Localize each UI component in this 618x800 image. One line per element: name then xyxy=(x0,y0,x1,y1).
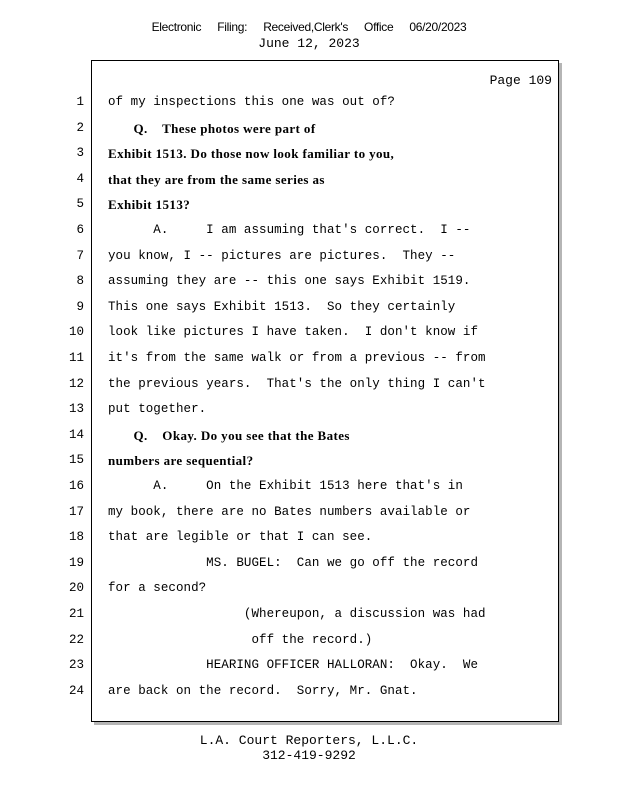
line-number: 8 xyxy=(76,274,84,289)
transcript-line: 16 A. On the Exhibit 1513 here that's in xyxy=(0,475,618,500)
transcript-line: 5 Exhibit 1513? xyxy=(0,193,618,218)
transcript-line: 19 MS. BUGEL: Can we go off the record xyxy=(0,552,618,577)
line-text: look like pictures I have taken. I don't… xyxy=(108,325,479,340)
line-text: of my inspections this one was out of? xyxy=(108,95,395,109)
line-number: 19 xyxy=(68,555,84,570)
line-text: are back on the record. Sorry, Mr. Gnat. xyxy=(108,683,418,698)
transcript-line: 2 Q. These photos were part of xyxy=(0,117,618,142)
transcript-line: 17 my book, there are no Bates numbers av… xyxy=(0,501,618,526)
filing-stamp: Electronic Filing: Received,Clerk's Office 0… xyxy=(0,20,618,34)
line-number: 1 xyxy=(76,95,84,109)
footer-phone: 312-419-9292 xyxy=(262,748,356,763)
line-text: Q. These photos were part of xyxy=(108,120,316,136)
line-text: A. On the Exhibit 1513 here that's in xyxy=(108,479,463,493)
page-number: Page 109 xyxy=(489,73,552,88)
transcript-line: 14 Q. Okay. Do you see that the Bates xyxy=(0,424,618,449)
transcript-line: 15 numbers are sequential? xyxy=(0,449,618,474)
line-text: Exhibit 1513. Do those now look familiar… xyxy=(108,146,395,162)
transcript-line: 10 look like pictures I have taken. I don… xyxy=(0,321,618,346)
line-number: 23 xyxy=(68,658,84,673)
transcript-line: 23 HEARING OFFICER HALLORAN: Okay. We xyxy=(0,654,618,679)
line-number: 10 xyxy=(68,325,84,340)
transcript-line: 24 are back on the record. Sorry, Mr. Gna… xyxy=(0,680,618,705)
line-number: 7 xyxy=(76,248,84,263)
stamp-office: Office xyxy=(364,20,394,34)
line-number: 4 xyxy=(76,171,84,186)
line-text: that they are from the same series as xyxy=(108,171,325,187)
line-text: MS. BUGEL: Can we go off the record xyxy=(108,555,479,570)
transcript-line: 13 put together. xyxy=(0,398,618,423)
transcript-line: 6 A. I am assuming that's correct. I -- xyxy=(0,219,618,244)
line-number: 21 xyxy=(68,607,84,621)
line-number: 14 xyxy=(68,427,84,442)
line-number: 3 xyxy=(76,146,84,161)
line-number: 12 xyxy=(68,376,84,391)
line-number: 5 xyxy=(76,197,84,212)
line-text: HEARING OFFICER HALLORAN: Okay. We xyxy=(108,658,479,673)
line-text: (Whereupon, a discussion was had xyxy=(108,607,486,621)
stamp-electronic: Electronic xyxy=(151,20,202,34)
stamp-date: 06/20/2023 xyxy=(409,20,467,34)
line-text: that are legible or that I can see. xyxy=(108,530,373,545)
line-text: my book, there are no Bates numbers avai… xyxy=(108,504,471,519)
line-text: the previous years. That's the only thin… xyxy=(108,376,486,391)
line-number: 11 xyxy=(68,351,84,365)
line-number: 6 xyxy=(76,223,84,237)
line-number: 13 xyxy=(68,402,84,417)
line-text: put together. xyxy=(108,402,207,417)
line-number: 9 xyxy=(76,299,84,314)
transcript-line: 3 Exhibit 1513. Do those now look familia… xyxy=(0,142,618,167)
line-text: numbers are sequential? xyxy=(108,453,254,469)
line-text: off the record.) xyxy=(108,632,373,647)
line-number: 22 xyxy=(68,632,84,647)
transcript-page-frame: Page 109 xyxy=(91,60,559,722)
transcript-line: 4 that they are from the same series as xyxy=(0,168,618,193)
transcript-line: 9 This one says Exhibit 1513. So they cer… xyxy=(0,296,618,321)
transcript-line: 18 that are legible or that I can see. xyxy=(0,526,618,551)
line-text: A. I am assuming that's correct. I -- xyxy=(108,223,471,237)
line-text: assuming they are -- this one says Exhib… xyxy=(108,274,471,289)
line-number: 24 xyxy=(68,683,84,698)
line-number: 18 xyxy=(68,530,84,545)
transcript-line: 21 (Whereupon, a discussion was had xyxy=(0,603,618,628)
line-text: Q. Okay. Do you see that the Bates xyxy=(108,427,350,443)
transcript-date: June 12, 2023 xyxy=(258,36,360,51)
transcript-line: 20 for a second? xyxy=(0,577,618,602)
transcript-line: 1 of my inspections this one was out of? xyxy=(0,91,618,116)
line-text: Exhibit 1513? xyxy=(108,197,191,213)
transcript-line: 22 off the record.) xyxy=(0,629,618,654)
line-text: This one says Exhibit 1513. So they cert… xyxy=(108,299,456,314)
footer-company: L.A. Court Reporters, L.L.C. xyxy=(199,733,419,748)
line-number: 17 xyxy=(68,504,84,519)
stamp-filing: Filing: xyxy=(217,20,248,34)
transcript-line: 11 it's from the same walk or from a prev… xyxy=(0,347,618,372)
line-text: for a second? xyxy=(108,581,207,596)
stamp-received: Received,Clerk's xyxy=(263,20,349,34)
transcript-line: 12 the previous years. That's the only th… xyxy=(0,373,618,398)
line-number: 15 xyxy=(68,453,84,468)
line-number: 20 xyxy=(68,581,84,596)
transcript-line: 8 assuming they are -- this one says Exhi… xyxy=(0,270,618,295)
line-text: you know, I -- pictures are pictures. Th… xyxy=(108,248,456,263)
footer: L.A. Court Reporters, L.L.C. 312-419-929… xyxy=(0,733,618,763)
transcript-line: 7 you know, I -- pictures are pictures. T… xyxy=(0,245,618,270)
line-number: 16 xyxy=(68,479,84,493)
line-text: it's from the same walk or from a previo… xyxy=(108,351,486,365)
line-number: 2 xyxy=(76,120,84,135)
